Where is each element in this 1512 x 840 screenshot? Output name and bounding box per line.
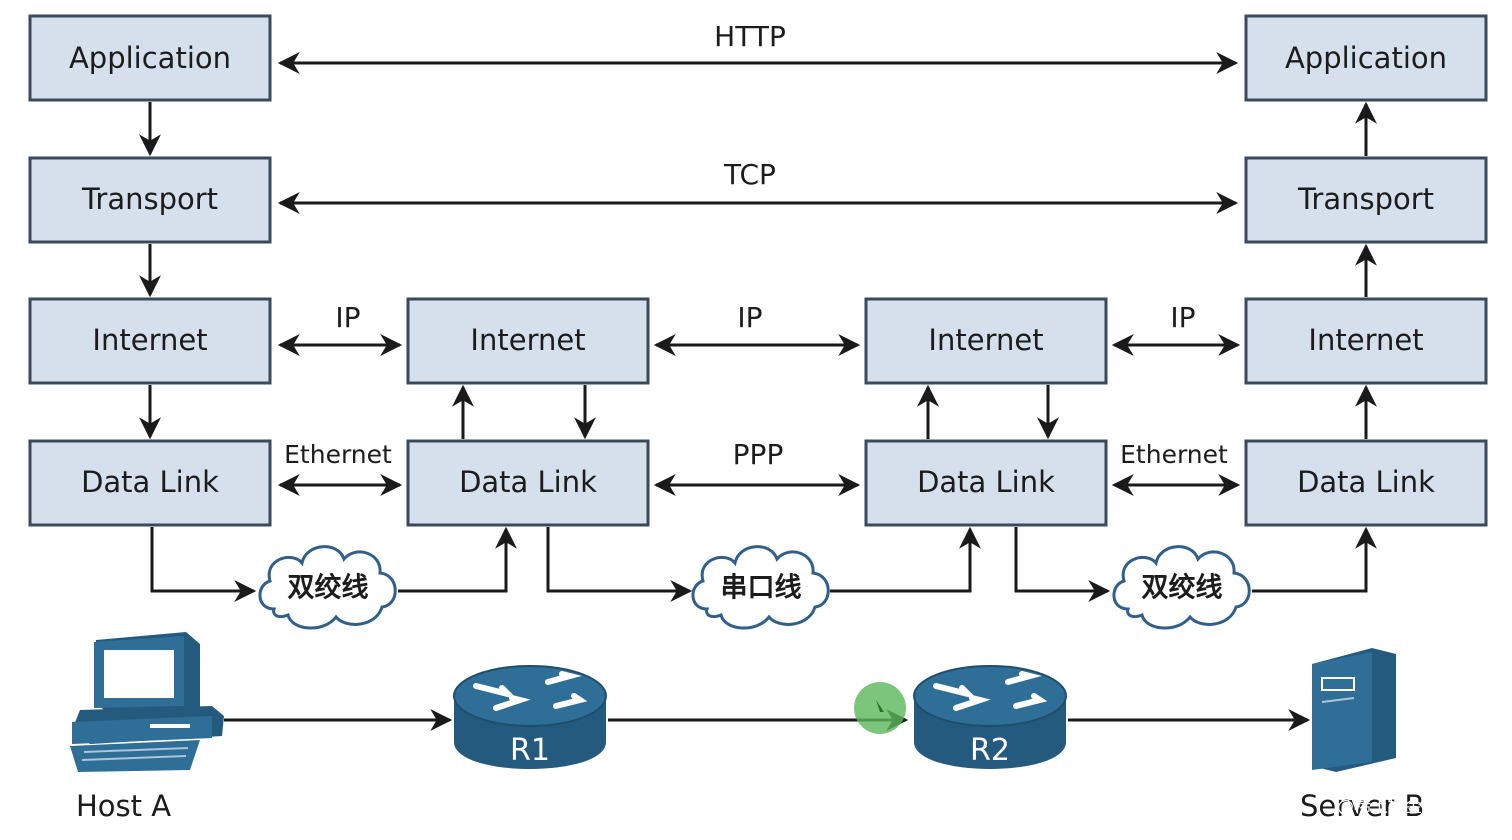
ip-label-3: IP [1170, 301, 1195, 334]
cloud-twisted-pair-2: 双绞线 [1112, 545, 1251, 630]
cursor-highlight-icon [854, 682, 906, 734]
router-r2-icon [913, 665, 1067, 769]
cable-label-3: 双绞线 [1142, 572, 1223, 604]
host-application-label: Application [69, 41, 231, 75]
server-application-box: Application [1244, 14, 1488, 102]
ip-label-1: IP [335, 301, 360, 334]
cable1-to-r1-path [398, 526, 517, 593]
server-internet-label: Internet [1308, 323, 1423, 357]
host-datalink-label: Data Link [81, 465, 219, 499]
server-datalink-box: Data Link [1244, 439, 1488, 527]
computer-icon [70, 632, 224, 772]
host-datalink-box: Data Link [28, 439, 272, 527]
watermark-text: @稀土掘金技术社区 [1337, 797, 1490, 817]
http-label: HTTP [714, 20, 786, 53]
host-internet-label: Internet [92, 323, 207, 357]
cable-label-2: 串口线 [721, 573, 802, 604]
host-application-box: Application [28, 14, 272, 102]
server-application-label: Application [1285, 41, 1447, 75]
server-datalink-label: Data Link [1297, 465, 1435, 499]
tcp-label: TCP [723, 158, 776, 191]
ppp-label: PPP [733, 438, 784, 471]
cable-label-1: 双绞线 [288, 572, 369, 604]
host-transport-box: Transport [28, 156, 272, 244]
r1-internet-label: Internet [470, 323, 585, 357]
router-r1-icon [453, 665, 607, 769]
server-label: Server B [1300, 789, 1424, 823]
server-icon [1312, 648, 1396, 772]
host-transport-label: Transport [81, 182, 218, 216]
cable3-to-server-path [1252, 526, 1377, 593]
host-label: Host A [76, 789, 171, 823]
r1-datalink-box: Data Link [406, 439, 650, 527]
r2-internet-label: Internet [928, 323, 1043, 357]
r1-internet-box: Internet [406, 297, 650, 385]
r2-internet-box: Internet [864, 297, 1108, 385]
ethernet-label-2: Ethernet [1120, 440, 1228, 469]
cloud-twisted-pair-1: 双绞线 [258, 545, 397, 630]
r2-to-cable3-path [1014, 527, 1111, 602]
host-to-cable1-path [150, 527, 257, 602]
r1-datalink-label: Data Link [459, 465, 597, 499]
ethernet-label-1: Ethernet [284, 440, 392, 469]
cloud-serial: 串口线 [691, 545, 830, 630]
r2-datalink-box: Data Link [864, 439, 1108, 527]
router-r1-label: R1 [510, 733, 550, 768]
server-internet-box: Internet [1244, 297, 1488, 385]
r2-datalink-label: Data Link [917, 465, 1055, 499]
server-transport-label: Transport [1297, 182, 1434, 216]
router-r2-label: R2 [970, 733, 1010, 768]
cable2-to-r2-path [830, 526, 981, 593]
ip-label-2: IP [737, 301, 762, 334]
server-transport-box: Transport [1244, 156, 1488, 244]
r1-to-cable2-path [546, 527, 693, 602]
host-internet-box: Internet [28, 297, 272, 385]
